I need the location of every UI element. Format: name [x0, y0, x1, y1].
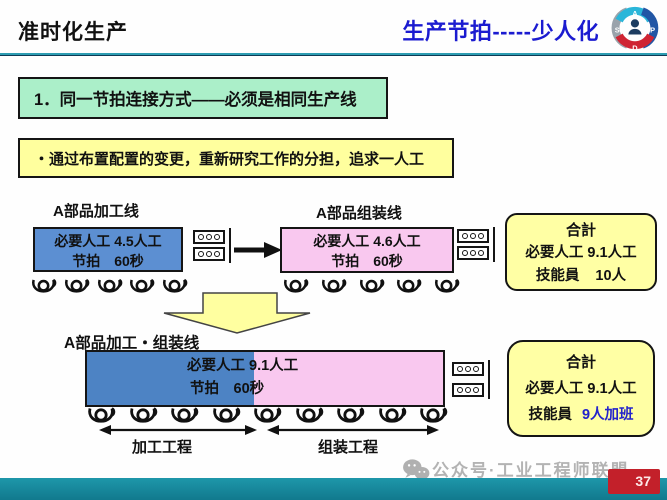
assembly-span-label: 组装工程: [318, 439, 379, 456]
operator-icon: [30, 276, 57, 300]
process-line-takt: 节拍 60秒: [72, 253, 144, 269]
page-title: 准时化生产: [18, 21, 128, 44]
skilled-label: 技能員: [528, 407, 572, 423]
summary-title: 合計: [565, 222, 596, 239]
stock-icon: [452, 360, 490, 399]
page-number-badge: 37: [608, 469, 660, 494]
svg-text:S: S: [615, 26, 620, 35]
assembly-line-box: 必要人工 4.6人工 节拍 60秒: [280, 227, 454, 273]
flow-arrow-icon: [234, 242, 282, 258]
assembly-line-manpower: 必要人工 4.6人工: [313, 233, 421, 249]
operator-icon: [395, 276, 422, 300]
operator-icon: [63, 276, 90, 300]
combined-line-text: 必要人工 9.1人工 节拍 60秒: [187, 355, 298, 401]
pdca-logo-icon: A P D S: [611, 6, 659, 52]
skilled-label: 技能員: [535, 268, 580, 284]
operator-icon: [96, 276, 123, 300]
combined-line-box: 必要人工 9.1人工 节拍 60秒: [85, 350, 445, 407]
combined-manpower: 必要人工 9.1人工: [187, 358, 299, 374]
svg-text:P: P: [650, 26, 655, 35]
process-section: [87, 352, 254, 405]
process-line-box: 必要人工 4.5人工 节拍 60秒: [33, 227, 183, 272]
top-summary-box: 合計 必要人工 9.1人工 技能員 10人: [505, 213, 657, 291]
assembly-line-takt: 节拍 60秒: [331, 253, 403, 269]
process-line-label: A部品加工线: [53, 203, 139, 220]
bottom-summary-box: 合計 必要人工 9.1人工 技能員 9人加班: [507, 340, 655, 437]
operator-icon: [358, 276, 385, 300]
summary-manpower: 必要人工 9.1人工: [525, 245, 637, 261]
process-span-label: 加工工程: [132, 439, 193, 456]
skilled-value: 10人: [595, 268, 627, 284]
header-divider: [0, 53, 667, 56]
point-callout: 1．同一节拍连接方式——必须是相同生产线: [18, 77, 388, 119]
footer-bar: [0, 478, 667, 500]
skilled-value: 9人加班: [581, 407, 634, 423]
operator-icon: [320, 276, 347, 300]
operator-icon: [433, 276, 460, 300]
process-line-manpower: 必要人工 4.5人工: [54, 233, 162, 249]
combined-takt: 节拍 60秒: [190, 381, 265, 397]
section-title: 生产节拍-----少人化: [402, 19, 599, 44]
operator-icon: [128, 276, 155, 300]
summary-manpower: 必要人工 9.1人工: [525, 381, 637, 397]
stock-icon: [457, 227, 495, 262]
assembly-line-label: A部品组装线: [316, 205, 402, 222]
svg-text:A: A: [632, 9, 638, 18]
stock-icon: [193, 228, 231, 263]
span-arrows-icon: [99, 425, 439, 435]
svg-text:D: D: [632, 43, 638, 52]
note-callout: ・通过布置配置的变更，重新研究工作的分担，追求一人工: [18, 138, 454, 178]
summary-skilled-row: 技能員 9人加班: [509, 402, 653, 428]
watermark-text: 公众号·工业工程师联盟: [432, 461, 630, 480]
combined-line-label: A部品加工・组装线: [64, 335, 200, 352]
down-arrow-icon: [163, 292, 311, 334]
summary-title: 合計: [565, 354, 596, 371]
summary-skilled-row: 技能員 10人: [507, 265, 655, 288]
